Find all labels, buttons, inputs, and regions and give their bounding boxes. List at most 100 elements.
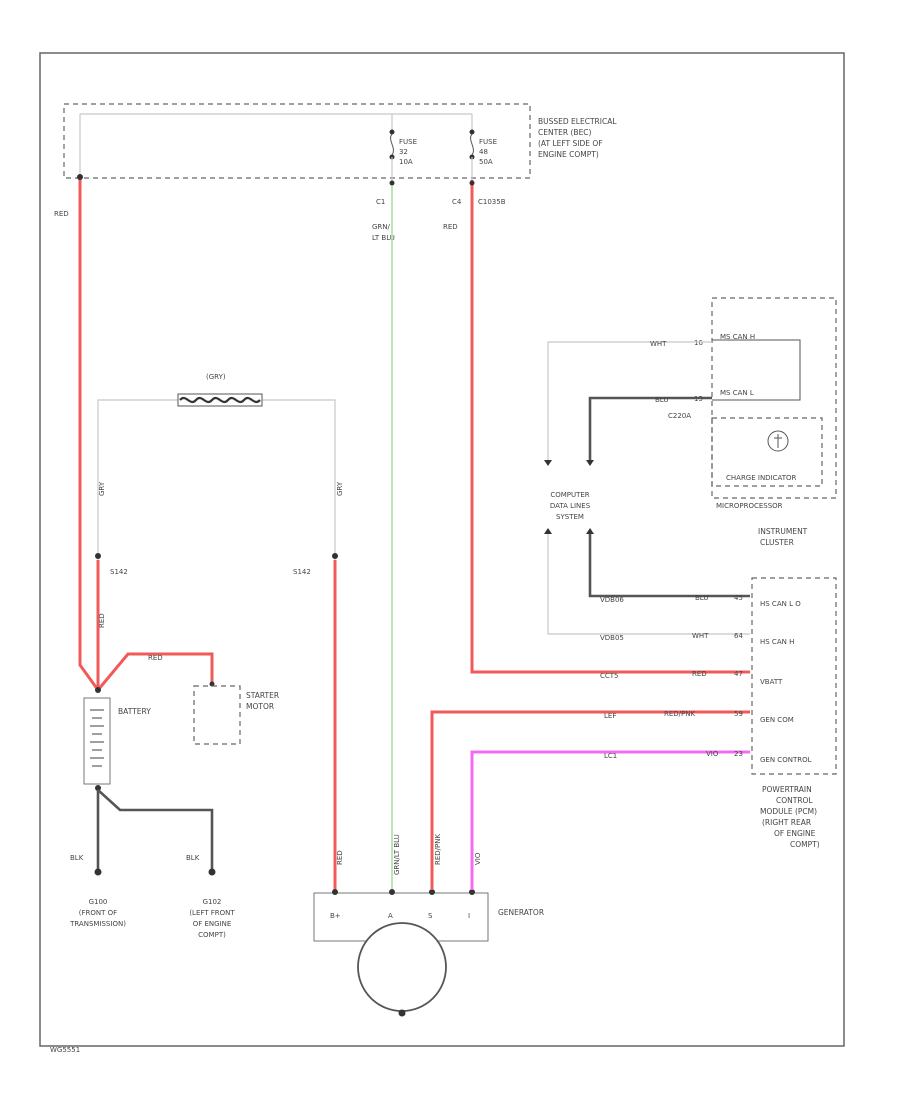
fuse-48-pin-label: C4	[452, 198, 462, 206]
generator-ground-node	[398, 1009, 406, 1017]
pcm-vbatt-red-wire	[470, 180, 750, 674]
starter-motor-label-1: STARTER	[246, 691, 279, 700]
pcm-pin-3-wire: RED	[692, 670, 707, 678]
fuse-32-out-node	[389, 180, 395, 186]
ground-g100-node	[94, 868, 102, 876]
splice-s142-left-label: S142	[110, 568, 128, 576]
red-wire-label-mid: RED	[443, 223, 458, 231]
starter-motor: STARTER MOTOR	[193, 685, 279, 745]
instrument-cluster-outline	[711, 297, 837, 499]
data-lines-bottom-right-arrow	[586, 528, 594, 534]
pcm-outline	[751, 577, 837, 775]
grn-wire-label-1: GRN/	[372, 223, 391, 231]
data-lines-top-left-arrow	[544, 460, 552, 466]
ground-g102-node	[208, 868, 216, 876]
cluster-can-hi-wire-label: WHT	[650, 340, 667, 348]
bec-outline	[63, 103, 531, 179]
ground-g100-label-1: G100	[89, 898, 108, 906]
pcm-title-3: MODULE (PCM)	[760, 807, 817, 816]
vio-vertical-wire-label: VIO	[474, 852, 482, 865]
generator-pin-i-node	[469, 889, 475, 895]
charge-indicator-label: CHARGE INDICATOR	[726, 474, 797, 482]
fuse-48-out-node	[469, 180, 475, 186]
splice-s142-right	[332, 553, 338, 559]
generator-pin-a-node	[389, 889, 395, 895]
fuse-32-terminal-top	[389, 129, 395, 135]
generator-s-redpnk-wire	[430, 710, 750, 890]
data-lines-label-2: DATA LINES	[550, 502, 591, 510]
ground-g102-black-wire	[97, 789, 214, 870]
pcm-title-6: COMPT)	[790, 840, 820, 849]
pcm-title-4: (RIGHT REAR	[762, 818, 811, 827]
pcm-pin-1-circuit: VDB06	[600, 596, 624, 604]
fusible-link-label: (GRY)	[206, 373, 226, 381]
pcm-pin-5-number: 23	[734, 750, 743, 758]
starter-terminal-node	[209, 681, 215, 687]
pcm-pin-1-number: 45	[734, 594, 743, 602]
pcm-can-hi-white-wire	[547, 534, 750, 635]
fusible-link-coil	[179, 396, 261, 404]
cluster-pin-15-label: MS CAN L	[720, 389, 754, 397]
bussed-electrical-center: BUSSED ELECTRICAL CENTER (BEC) (AT LEFT …	[63, 103, 617, 180]
pcm-pin-1-label: HS CAN L O	[760, 600, 801, 608]
instrument-cluster-title-1: INSTRUMENT	[758, 527, 808, 536]
pcm-pin-4-wire: RED/PNK	[664, 710, 695, 718]
ground-g102-label-4: COMPT)	[198, 931, 226, 939]
pcm-pin-5-wire: VIO	[706, 750, 719, 758]
charge-indicator-outline	[711, 417, 823, 487]
pcm-pin-3-number: 47	[734, 670, 743, 678]
starter-red-wire-label: RED	[148, 654, 163, 662]
instrument-cluster-title-2: CLUSTER	[760, 538, 794, 547]
grn-wire-label-2: LT BLU	[372, 234, 395, 242]
fuse-48-name: FUSE	[479, 138, 497, 146]
ground-g102-label-1: G102	[203, 898, 222, 906]
generator-label: GENERATOR	[498, 908, 544, 917]
starter-red-wire	[96, 652, 214, 691]
pcm-pin-5-circuit: LC1	[604, 752, 617, 760]
redpnk-vertical-wire-label: RED/PNK	[434, 834, 442, 865]
bec-label-line-3: (AT LEFT SIDE OF	[538, 139, 603, 148]
charge-indicator-lamp-filament	[774, 434, 782, 448]
fuse-48: FUSE 48 50A	[469, 129, 497, 166]
fusible-link: (GRY) GRY GRY	[97, 373, 344, 560]
fuse-48-connector-label: C1035B	[478, 198, 506, 206]
bec-label-line-1: BUSSED ELECTRICAL	[538, 117, 617, 126]
pcm-pin-4-circuit: LEF	[604, 712, 616, 720]
fusible-link-wire-label-left: GRY	[98, 481, 106, 496]
cluster-internal-can-wire	[712, 339, 801, 401]
ground-g100-label-3: TRANSMISSION)	[69, 920, 126, 928]
powertrain-control-module: VDB06 BLU 45 HS CAN L O VDB05 WHT 64 HS …	[600, 577, 837, 849]
battery-cells	[90, 709, 104, 767]
pcm-pin-1-wire: BLU	[695, 594, 708, 602]
generator-pin-a: A	[388, 912, 393, 920]
generator-pin-s: S	[428, 912, 433, 920]
fuse-32-element	[390, 133, 394, 156]
cluster-connector-label: C220A	[668, 412, 691, 420]
fusible-link-wire	[97, 399, 336, 560]
generator-pin-i: I	[468, 912, 470, 920]
data-lines-top-right-arrow	[586, 460, 594, 466]
battery-positive-node	[95, 687, 101, 693]
generator-pin-bplus-node	[332, 889, 338, 895]
cluster-can-hi-white-wire	[547, 341, 712, 460]
data-lines-bottom-left-arrow	[544, 528, 552, 534]
generator-pin-s-node	[429, 889, 435, 895]
instrument-cluster: CHARGE INDICATOR MICROPROCESSOR MS CAN H…	[668, 297, 837, 547]
cluster-pin-16-label: MS CAN H	[720, 333, 755, 341]
ground-g102-label-2: (LEFT FRONT	[189, 909, 235, 917]
fuse-48-amps: 50A	[479, 158, 493, 166]
fuse-32-amps: 10A	[399, 158, 413, 166]
battery-red-wire-label: RED	[98, 613, 106, 628]
cluster-pin-16-number: 16	[694, 339, 703, 347]
fuse-48-terminal-top	[469, 129, 475, 135]
pcm-pin-3-label: VBATT	[760, 678, 783, 686]
fuse-48-number: 48	[479, 148, 488, 156]
pcm-pin-4-label: GEN COM	[760, 716, 794, 724]
bec-label-line-4: ENGINE COMPT)	[538, 150, 599, 159]
fuse-48-element	[470, 133, 474, 156]
starter-motor-outline	[193, 685, 241, 745]
pcm-pin-2-wire: WHT	[692, 632, 709, 640]
microprocessor-label: MICROPROCESSOR	[716, 502, 783, 510]
pcm-title-5: OF ENGINE	[774, 829, 816, 838]
